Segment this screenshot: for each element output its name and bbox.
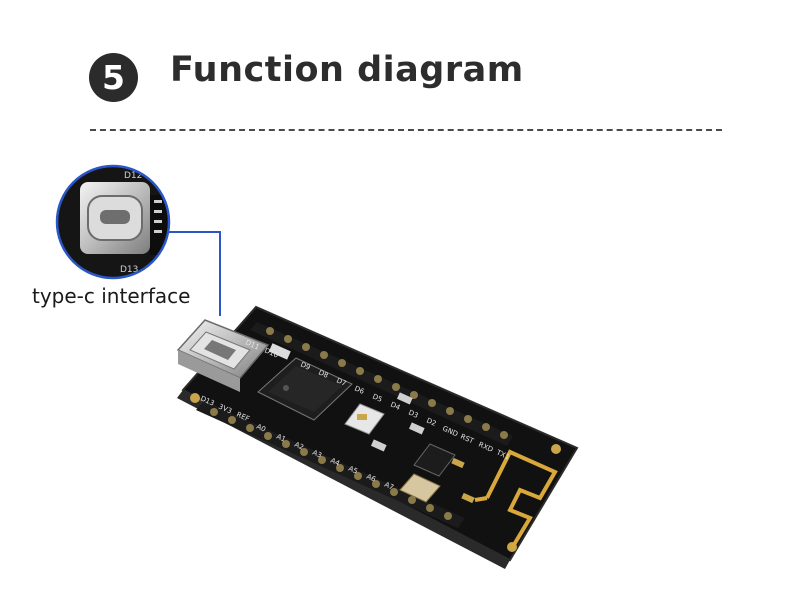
- pin-label: D7: [335, 377, 347, 388]
- pin-label: A6: [365, 473, 377, 484]
- pin-label: A7: [383, 481, 395, 492]
- page-title: Function diagram: [170, 50, 524, 90]
- pin-label: D4: [389, 401, 402, 413]
- pin-label: A0: [255, 423, 267, 434]
- callout-connector: [168, 231, 221, 316]
- pin-label: D5: [371, 393, 383, 404]
- bottom-header-pins: [208, 428, 446, 566]
- step-number-badge: 5: [89, 53, 138, 102]
- pcb-antenna: [474, 449, 558, 550]
- microcontroller-chip: [257, 357, 353, 421]
- pin-label: D9: [299, 361, 311, 372]
- pin-label: A3: [311, 449, 323, 460]
- pin-label: D3: [407, 409, 419, 420]
- pin-label: A4: [329, 457, 341, 468]
- zoom-label-d12: D12: [124, 171, 142, 181]
- pin-label: D6: [353, 385, 366, 397]
- pin-label: A5: [347, 465, 359, 476]
- section-divider: [90, 129, 722, 131]
- top-header-pins: [266, 327, 508, 439]
- usb-c-port: [176, 319, 270, 392]
- pin-label: A2: [293, 441, 305, 452]
- usb-c-zoom-callout: D12 D13: [55, 164, 171, 280]
- arduino-nano-board: D11 D10 D9 D8 D7 D6 D5 D4 D3 D2 GND RST …: [176, 305, 579, 569]
- zoom-label-d13: D13: [120, 265, 138, 275]
- usb-c-callout-label: type-c interface: [32, 284, 191, 308]
- pin-label: A1: [275, 433, 287, 444]
- pin-label: D8: [317, 369, 329, 380]
- pin-label: D2: [425, 417, 437, 428]
